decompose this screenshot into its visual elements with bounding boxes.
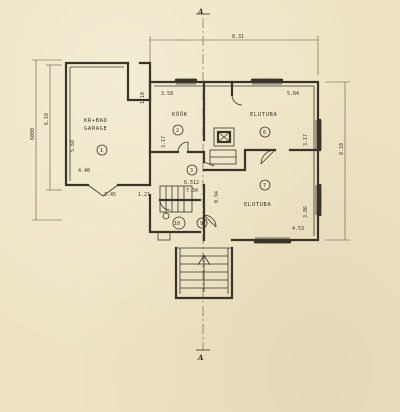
- dim-right-label: 8.10: [339, 143, 345, 155]
- hall-number-marker: [186, 164, 198, 176]
- living-upper-number-marker: [259, 126, 271, 138]
- kitchen-dim-b: 3.17: [161, 136, 167, 148]
- living-upper-dim-b: 3.17: [303, 134, 309, 146]
- section-marker-top: A: [197, 7, 204, 16]
- garage-dim-b: 4.40: [78, 168, 90, 174]
- kitchen-number-marker: [172, 124, 184, 136]
- hall-dim-b: 7.34: [186, 188, 198, 194]
- bath-number: 9: [200, 221, 203, 227]
- living-lower-dim-b: 4.53: [292, 226, 304, 232]
- dim-garage-door-label: 1.10: [140, 92, 146, 104]
- bath-fixtures: [157, 212, 171, 241]
- left-dimension-lines: [32, 59, 62, 221]
- garage-label-1: KR+BAD: [84, 118, 107, 124]
- living-lower-dim-a: 3.86: [303, 206, 309, 218]
- hall-dim-a: 6.512: [184, 180, 199, 186]
- garage-number: 1: [100, 148, 103, 154]
- living-lower-label: ELUTUBA: [244, 202, 271, 208]
- dim-stair-width-label: 1.21: [138, 192, 150, 198]
- living-upper-number: 6: [263, 130, 266, 136]
- section-marker-bottom: A: [197, 353, 204, 362]
- house-walls: [148, 78, 322, 244]
- entrance-steps: [174, 246, 234, 300]
- garage-dim-a: 5.68: [70, 140, 76, 152]
- living-upper-dim-a: 5.64: [287, 91, 299, 97]
- living-upper-label: ELUTUBA: [250, 112, 277, 118]
- dim-left-outer-label: 6000: [30, 128, 36, 140]
- living-lower-number: 7: [263, 183, 266, 189]
- kitchen-label: KÖÖK: [172, 111, 188, 118]
- interior-walls: [148, 80, 320, 242]
- bath-number-marker: [196, 217, 208, 229]
- garage-number-marker: [96, 144, 108, 156]
- wc-number: 10: [174, 221, 180, 227]
- wc-number-marker: [172, 216, 186, 230]
- garage-walls: [64, 61, 152, 197]
- dim-left-inner-label: 6.10: [44, 113, 50, 125]
- hall-stair: [159, 185, 193, 213]
- right-dimension-line: [325, 81, 350, 241]
- living-lower-number-marker: [259, 179, 271, 191]
- dim-top-label: 8.31: [232, 34, 244, 40]
- porch-dim: 0.94: [214, 191, 220, 203]
- garage-label-2: GARAGE: [84, 126, 107, 132]
- dim-garage-bottom-label: 3.45: [104, 192, 116, 198]
- kitchen-dim-a: 3.58: [161, 91, 173, 97]
- kitchen-number: 2: [176, 128, 179, 134]
- top-dimension-line: [149, 36, 319, 75]
- hall-number: 3: [190, 168, 193, 174]
- chimney-stove: [209, 127, 237, 165]
